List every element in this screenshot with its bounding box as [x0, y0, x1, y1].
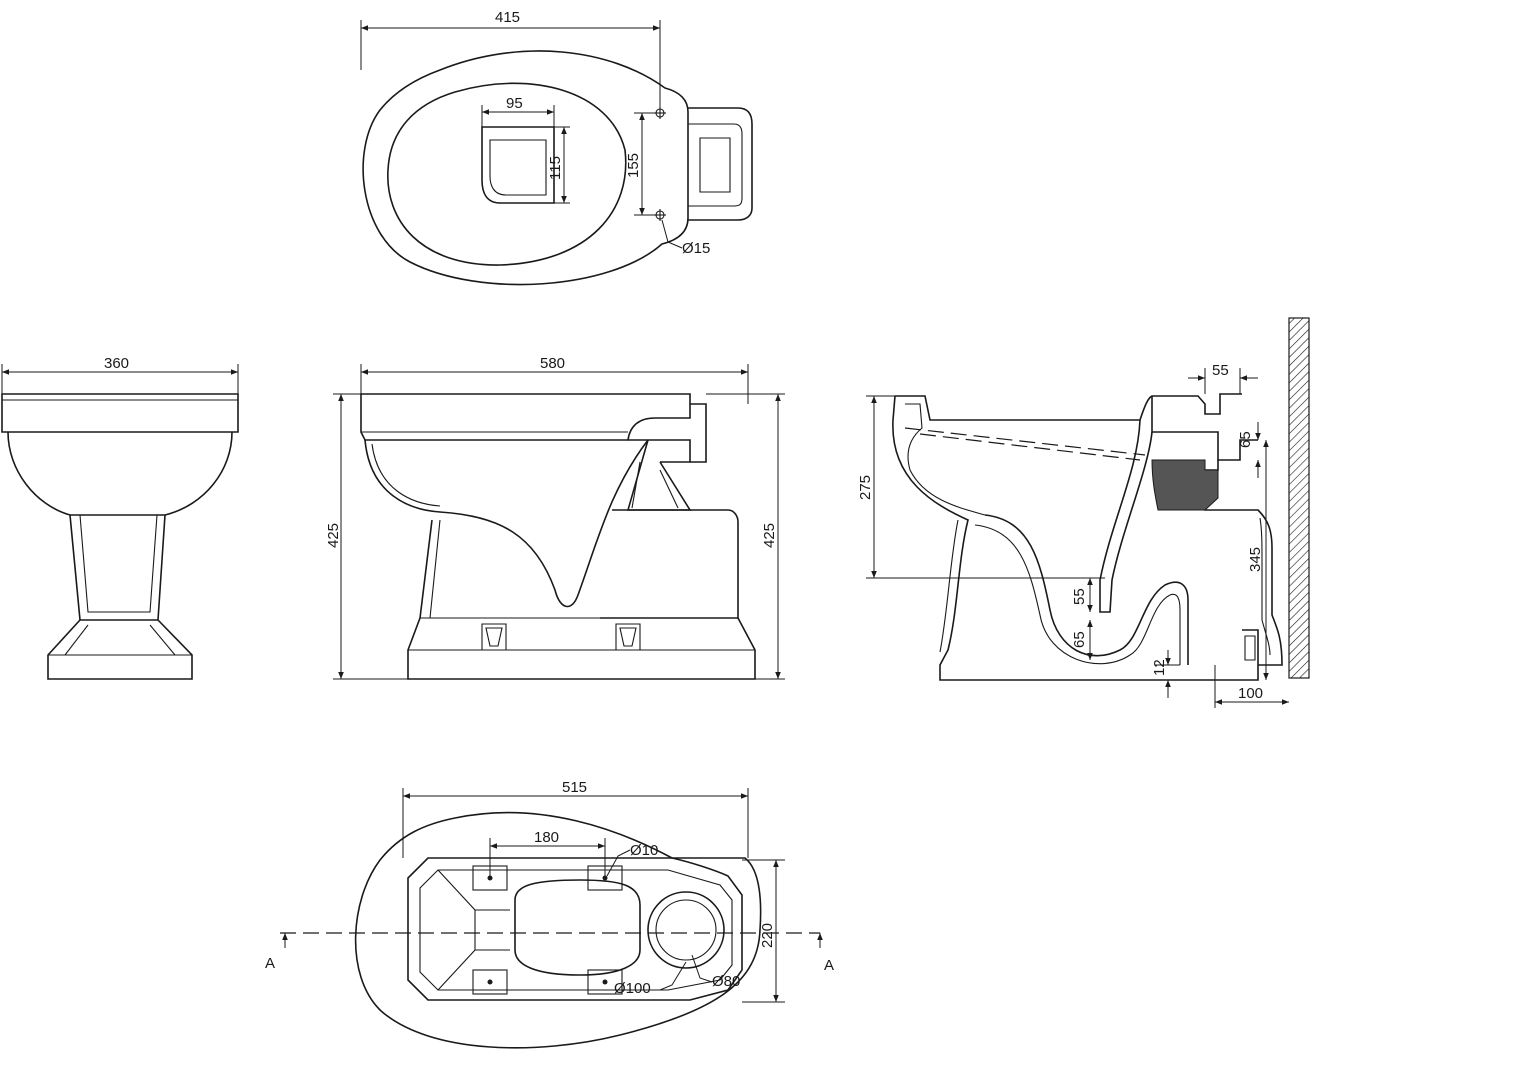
dim-section-outlet-height: 345 — [1247, 547, 1264, 572]
dim-outlet-outer: Ø100 — [614, 980, 651, 997]
dim-section-spigot-offset: 65 — [1237, 431, 1254, 448]
dim-base-width: 220 — [759, 923, 776, 948]
section-mark-right: A — [824, 957, 834, 974]
dim-base-length: 515 — [562, 779, 587, 796]
dim-hole-spacing: 155 — [625, 153, 642, 178]
dim-section-trap-65: 65 — [1071, 631, 1088, 648]
dim-side-length: 580 — [540, 355, 565, 372]
dim-front-width: 360 — [104, 355, 129, 372]
top-view: 415 95 115 155 Ø15 — [360, 9, 753, 286]
dim-outlet-inner: Ø80 — [712, 973, 740, 990]
dim-bolt-spacing: 180 — [534, 829, 559, 846]
dim-bolt-diameter: Ø10 — [630, 842, 658, 859]
dim-top-width: 415 — [495, 9, 520, 26]
side-view: 580 425 425 — [325, 355, 785, 680]
dim-section-base-12: 12 — [1151, 659, 1168, 676]
dim-section-trap-55: 55 — [1071, 588, 1088, 605]
section-mark-left: A — [265, 955, 275, 972]
dim-outlet-width: 95 — [506, 95, 523, 112]
section-view: 275 55 65 345 55 65 12 100 — [857, 317, 1310, 708]
dim-hole-diameter: Ø15 — [682, 240, 710, 257]
dim-side-height-left: 425 — [325, 523, 342, 548]
dim-section-top-offset: 55 — [1212, 362, 1229, 379]
dim-section-wall-gap: 100 — [1238, 685, 1263, 702]
dim-outlet-length: 115 — [547, 156, 564, 180]
dim-side-height-right: 425 — [761, 523, 778, 548]
dim-section-rim-height: 275 — [857, 475, 874, 500]
front-view: 360 — [1, 355, 239, 680]
base-view: A A 515 180 Ø10 220 Ø100 Ø80 — [265, 779, 834, 1049]
